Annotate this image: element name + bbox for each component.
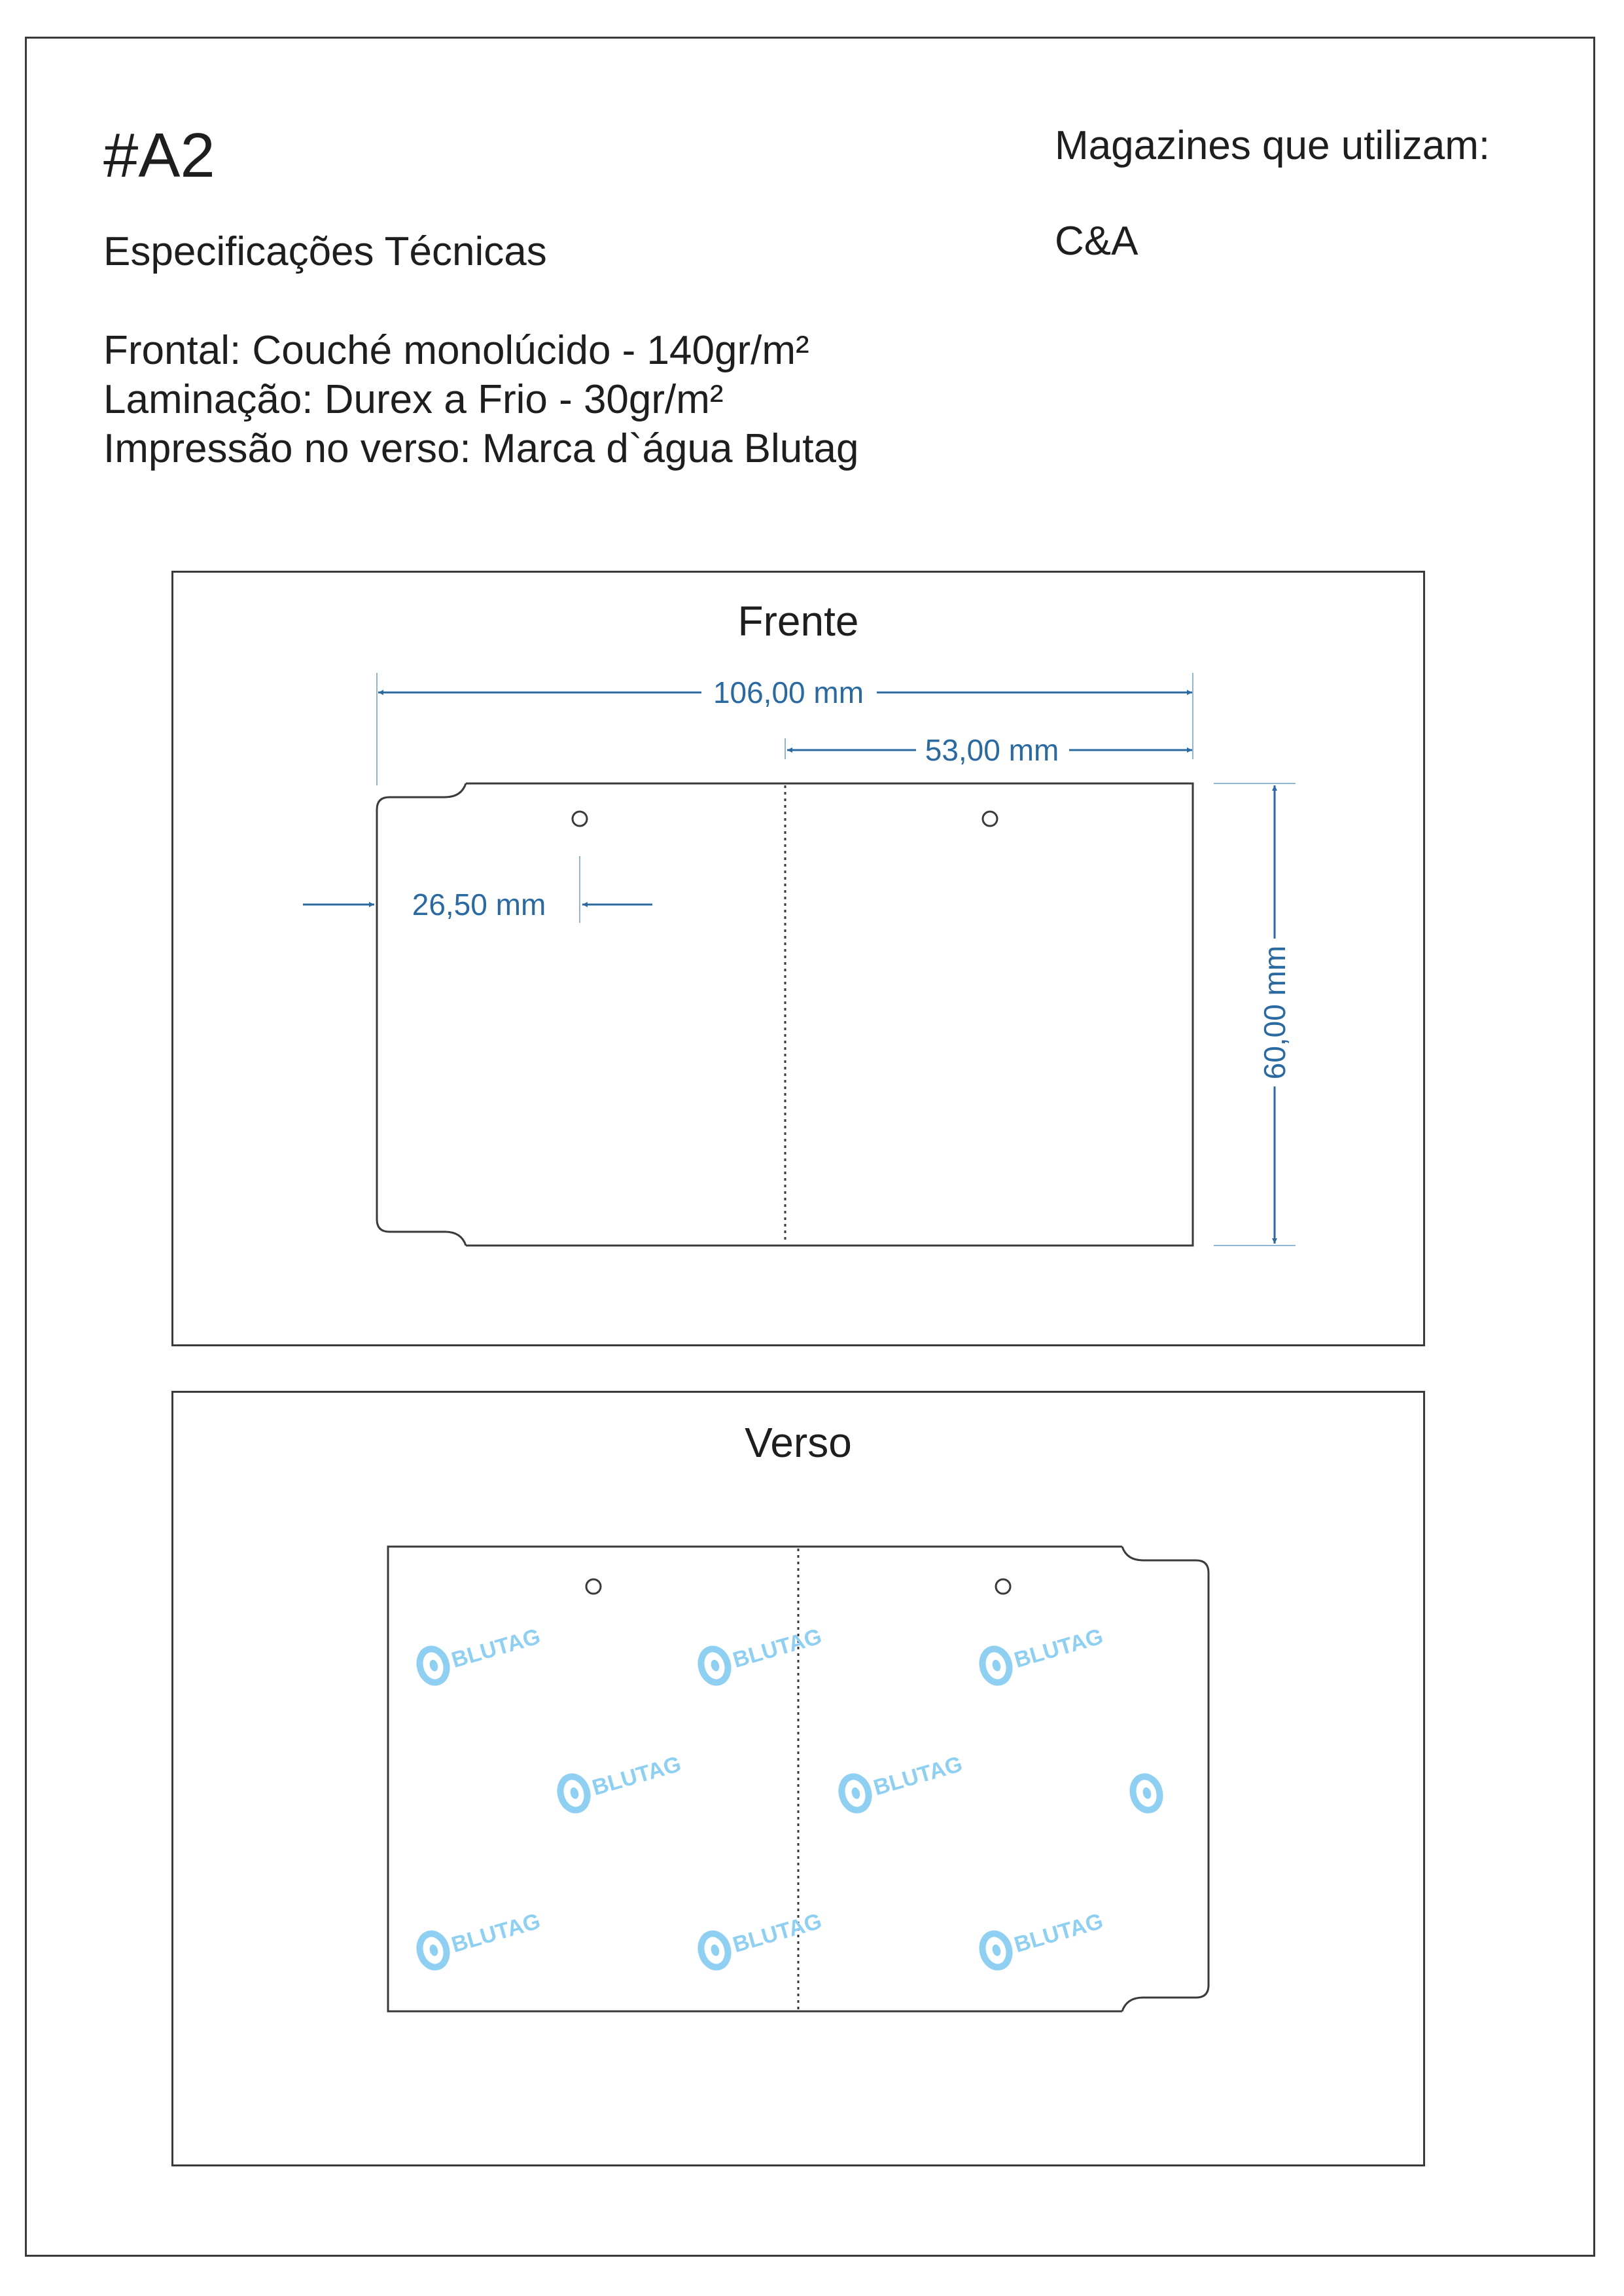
spec-title: Especificações Técnicas [103,229,547,274]
front-tag-outline [376,782,1194,1247]
front-panel: Frente [171,571,1425,1346]
blutag-logo-icon [1129,1773,1163,1814]
blutag-watermark-text: BLUTAG [449,1909,543,1958]
dim-half-width: 53,00 mm [925,733,1059,767]
blutag-watermark-text: BLUTAG [590,1751,684,1801]
spec-line-laminacao: Laminação: Durex a Frio - 30gr/m² [103,377,724,422]
dim-total-width: 106,00 mm [713,675,864,709]
blutag-logo-icon [697,1645,732,1686]
spec-line-impressao: Impressão no verso: Marca d`água Blutag [103,426,859,471]
blutag-watermark: BLUTAG [697,1624,824,1686]
magazines-title: Magazines que utilizam: [1055,123,1491,168]
blutag-watermark-text: BLUTAG [871,1751,965,1801]
back-panel: Verso [171,1391,1425,2166]
blutag-watermark-text: BLUTAG [730,1624,824,1673]
blutag-watermark: BLUTAG [979,1909,1106,1971]
back-title: Verso [745,1419,852,1466]
blutag-watermark: BLUTAG [416,1624,543,1686]
blutag-logo-icon [416,1930,450,1971]
blutag-watermark [1129,1773,1163,1814]
back-hole-left [585,1578,602,1595]
front-title: Frente [737,598,859,645]
page-frame [25,37,1595,2257]
blutag-watermark: BLUTAG [697,1909,824,1971]
blutag-logo-icon [979,1930,1013,1971]
blutag-logo-icon [979,1645,1013,1686]
dim-height: 60,00 mm [1258,946,1292,1080]
blutag-watermark: BLUTAG [979,1624,1106,1686]
blutag-logo-icon [697,1930,732,1971]
spec-line-frontal: Frontal: Couché monolúcido - 140gr/m² [103,328,809,373]
blutag-watermark-text: BLUTAG [1012,1624,1106,1673]
blutag-watermark-text: BLUTAG [1012,1909,1106,1958]
blutag-watermark-text: BLUTAG [449,1624,543,1673]
blutag-watermark: BLUTAG [416,1909,543,1971]
blutag-watermark-text: BLUTAG [730,1909,824,1958]
blutag-watermark: BLUTAG [838,1751,965,1814]
product-code: #A2 [103,120,215,190]
front-hole-right [981,810,998,827]
dim-hole-offset: 26,50 mm [412,888,546,922]
blutag-watermark: BLUTAG [557,1751,684,1814]
magazines-value: C&A [1055,219,1139,264]
blutag-logo-icon [416,1645,450,1686]
back-hole-right [995,1578,1012,1595]
watermark-layer: BLUTAG BLUTAG BLUTAG BLUTAG BLUTAG BLUTAG BLUT… [416,1624,1163,1971]
blutag-logo-icon [838,1773,872,1814]
blutag-logo-icon [557,1773,591,1814]
front-hole-left [571,810,588,827]
